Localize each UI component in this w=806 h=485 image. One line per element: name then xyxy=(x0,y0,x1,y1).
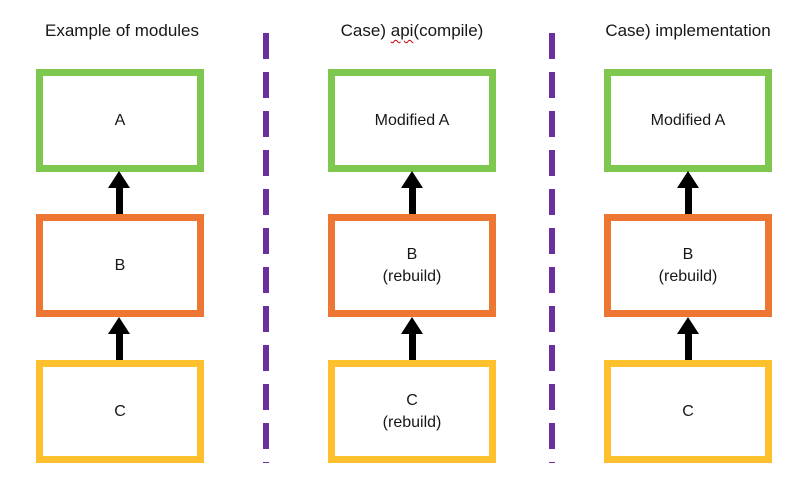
module-box-label: C (rebuild) xyxy=(383,390,442,434)
module-box-label: B (rebuild) xyxy=(659,244,718,288)
dashed-divider xyxy=(549,33,555,463)
title-text: Case) xyxy=(340,21,391,40)
up-arrow-icon xyxy=(676,317,700,361)
module-box-label: Modified A xyxy=(375,110,450,132)
module-box-label: B (rebuild) xyxy=(383,244,442,288)
module-box-b: B xyxy=(36,214,204,317)
up-arrow-icon xyxy=(107,317,131,361)
module-box-c-rebuild: C (rebuild) xyxy=(328,360,496,463)
module-label-line1: Modified A xyxy=(650,111,726,129)
up-arrow-icon xyxy=(400,317,424,361)
up-arrow-icon xyxy=(400,171,424,215)
module-box-b-rebuild: B (rebuild) xyxy=(604,214,772,317)
arrow-shaft xyxy=(115,188,123,215)
module-label-line2: (rebuild) xyxy=(658,267,718,285)
module-box-label: C xyxy=(682,401,694,423)
arrow-head xyxy=(677,171,699,188)
module-box-a: A xyxy=(36,69,204,172)
arrow-shaft xyxy=(408,188,416,215)
module-label-line1: C xyxy=(682,402,694,420)
arrow-shaft xyxy=(684,188,692,215)
module-box-b-rebuild: B (rebuild) xyxy=(328,214,496,317)
title-text: Case) implementation xyxy=(605,21,771,40)
arrow-head xyxy=(677,317,699,334)
module-label-line1: C xyxy=(114,402,126,420)
module-box-label: C xyxy=(114,401,126,423)
column-title-example-of-modules: Example of modules xyxy=(22,21,222,41)
arrow-shaft xyxy=(115,334,123,361)
module-box-label: A xyxy=(115,110,126,132)
module-label-line1: B xyxy=(114,256,126,274)
arrow-head xyxy=(108,171,130,188)
title-text-misspelled: api xyxy=(390,21,414,40)
column-title-case-implementation: Case) implementation xyxy=(588,21,788,41)
module-label-line2: (rebuild) xyxy=(382,413,442,431)
module-label-line1: A xyxy=(114,111,126,129)
module-label-line1: Modified A xyxy=(374,111,450,129)
module-box-modified-a: Modified A xyxy=(328,69,496,172)
module-label-line1: B xyxy=(406,245,418,263)
arrow-head xyxy=(401,171,423,188)
module-box-label: B xyxy=(115,255,126,277)
column-title-case-api-compile: Case) api(compile) xyxy=(312,21,512,41)
title-text: (compile) xyxy=(413,21,484,40)
module-label-line1: B xyxy=(682,245,694,263)
module-label-line1: C xyxy=(406,391,418,409)
arrow-shaft xyxy=(408,334,416,361)
module-label-line2: (rebuild) xyxy=(382,267,442,285)
arrow-head xyxy=(108,317,130,334)
module-box-c: C xyxy=(36,360,204,463)
dashed-divider xyxy=(263,33,269,463)
module-box-label: Modified A xyxy=(651,110,726,132)
arrow-head xyxy=(401,317,423,334)
up-arrow-icon xyxy=(107,171,131,215)
up-arrow-icon xyxy=(676,171,700,215)
arrow-shaft xyxy=(684,334,692,361)
module-box-c: C xyxy=(604,360,772,463)
module-box-modified-a: Modified A xyxy=(604,69,772,172)
title-text: Example of modules xyxy=(44,21,200,40)
